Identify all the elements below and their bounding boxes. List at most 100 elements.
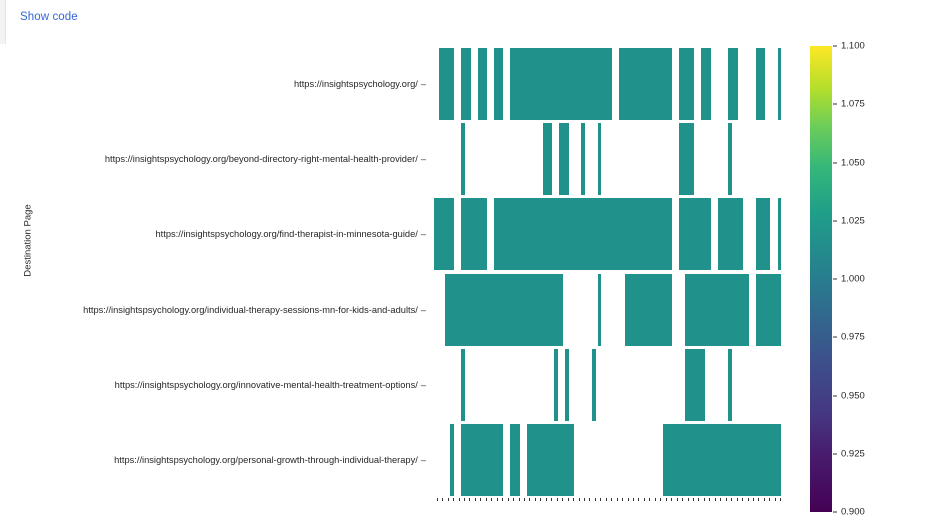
- x-axis-tick-mark: [453, 498, 455, 501]
- x-axis-tick-mark: [742, 498, 744, 501]
- colorbar-tick-label: 1.050: [841, 157, 865, 168]
- heatmap-cell: [777, 198, 782, 271]
- colorbar-gradient: [810, 46, 832, 512]
- x-axis-tick-mark: [589, 498, 591, 501]
- y-axis-tick-mark: –: [420, 229, 426, 240]
- x-axis-tick-mark: [562, 498, 564, 501]
- heatmap-cell: [679, 122, 695, 196]
- x-axis-tick-mark: [638, 498, 640, 501]
- x-axis-tick-mark: [534, 498, 536, 501]
- x-axis-tick-mark: [594, 498, 596, 501]
- heatmap-cell: [543, 122, 553, 196]
- x-axis-tick-mark: [556, 498, 558, 501]
- x-axis-tick-mark: [747, 498, 749, 501]
- x-axis-tick-mark: [605, 498, 607, 501]
- x-axis-tick-mark: [671, 498, 673, 501]
- heatmap-cell: [728, 348, 733, 422]
- heatmap-cell: [728, 122, 733, 196]
- x-axis-tick-mark: [518, 498, 520, 501]
- show-code-link[interactable]: Show code: [20, 11, 78, 23]
- x-axis-tick-mark: [545, 498, 547, 501]
- heatmap-cell: [493, 47, 504, 120]
- x-axis-tick-mark: [491, 498, 493, 501]
- x-axis-tick-mark: [447, 498, 449, 501]
- colorbar-tick-mark: [833, 453, 837, 455]
- colorbar-tick-label: 0.900: [841, 506, 865, 518]
- x-axis-tick-mark: [496, 498, 498, 501]
- colorbar-tick-label: 1.100: [841, 40, 865, 52]
- heatmap-cell: [728, 47, 738, 120]
- x-axis-tick-mark: [693, 498, 695, 501]
- heatmap-cell: [755, 198, 771, 271]
- colorbar-tick-label: 1.075: [841, 98, 865, 110]
- y-axis-tick-label: https://insightspsychology.org/–: [294, 79, 426, 89]
- heatmap-cell: [592, 348, 596, 422]
- x-axis-tick-mark: [573, 498, 575, 501]
- x-axis-tick-mark: [676, 498, 678, 501]
- heatmap-cell: [493, 198, 673, 271]
- y-axis-tick-mark: –: [420, 304, 426, 315]
- x-axis-tick-mark: [523, 498, 525, 501]
- heatmap-cell: [553, 348, 558, 422]
- heatmap-cell: [434, 198, 455, 271]
- heatmap-cell: [684, 273, 749, 346]
- y-axis-tick-label: https://insightspsychology.org/beyond-di…: [105, 154, 426, 164]
- x-axis-tick-mark: [753, 498, 754, 501]
- x-axis-tick-mark: [567, 498, 569, 501]
- colorbar-tick-mark: [833, 220, 837, 222]
- heatmap-cell: [461, 348, 466, 422]
- heatmap-cell: [461, 198, 487, 271]
- colorbar-tick-label: 0.925: [841, 448, 865, 460]
- x-axis-tick-mark: [458, 498, 460, 501]
- x-axis-tick-mark: [774, 498, 776, 501]
- x-axis-ticks: [434, 498, 783, 504]
- x-axis-tick-mark: [578, 498, 580, 501]
- x-axis-tick-mark: [436, 498, 438, 501]
- x-axis-tick-mark: [469, 498, 471, 501]
- x-axis-tick-mark: [540, 498, 542, 501]
- x-axis-tick-mark: [502, 498, 504, 501]
- x-axis-tick-mark: [633, 498, 635, 501]
- colorbar-tick-mark: [833, 395, 837, 396]
- x-axis-tick-mark: [627, 498, 629, 501]
- x-axis-tick-mark: [463, 498, 465, 501]
- heatmap-cell: [663, 424, 782, 497]
- colorbar-tick-mark: [833, 278, 837, 280]
- heatmap-cell: [701, 47, 711, 120]
- x-axis-tick-mark: [480, 498, 482, 501]
- x-axis-tick-mark: [583, 498, 585, 501]
- y-axis-tick-label: https://insightspsychology.org/find-ther…: [155, 229, 426, 239]
- heatmap-cell: [477, 47, 487, 120]
- x-axis-tick-mark: [703, 498, 705, 501]
- y-axis-tick-label: https://insightspsychology.org/personal-…: [114, 455, 426, 465]
- y-axis-tick-mark: –: [420, 78, 426, 89]
- heatmap-cell: [510, 47, 613, 120]
- colorbar-tick-mark: [833, 162, 837, 163]
- notebook-gutter: [0, 0, 6, 44]
- heatmap-figure: Destination Page https://insightspsychol…: [0, 30, 940, 518]
- x-axis-tick-mark: [507, 498, 509, 501]
- heatmap-plot-area: [434, 46, 783, 498]
- heatmap-cell: [444, 273, 564, 346]
- colorbar-tick-mark: [833, 45, 837, 47]
- x-axis-tick-mark: [780, 498, 782, 501]
- x-axis-tick-mark: [769, 498, 771, 501]
- y-axis-tick-text: https://insightspsychology.org/personal-…: [114, 455, 418, 466]
- y-axis-tick-text: https://insightspsychology.org/: [293, 78, 418, 89]
- heatmap-cell: [755, 47, 766, 120]
- colorbar-tick-label: 1.025: [841, 215, 865, 227]
- y-axis-tick-text: https://insightspsychology.org/individua…: [83, 304, 418, 315]
- x-axis-tick-mark: [616, 498, 618, 501]
- heatmap-cell: [597, 273, 602, 346]
- x-axis-tick-mark: [611, 498, 613, 501]
- y-axis-tick-mark: –: [420, 380, 426, 390]
- y-axis-tick-label: https://insightspsychology.org/innovativ…: [115, 380, 426, 390]
- x-axis-tick-mark: [513, 498, 515, 501]
- heatmap-cell: [526, 424, 575, 497]
- heatmap-cell: [679, 198, 711, 271]
- x-axis-tick-mark: [763, 498, 765, 501]
- y-axis-tick-mark: –: [420, 154, 426, 164]
- x-axis-tick-mark: [731, 498, 733, 501]
- x-axis-tick-mark: [698, 498, 700, 501]
- heatmap-cell: [581, 122, 586, 196]
